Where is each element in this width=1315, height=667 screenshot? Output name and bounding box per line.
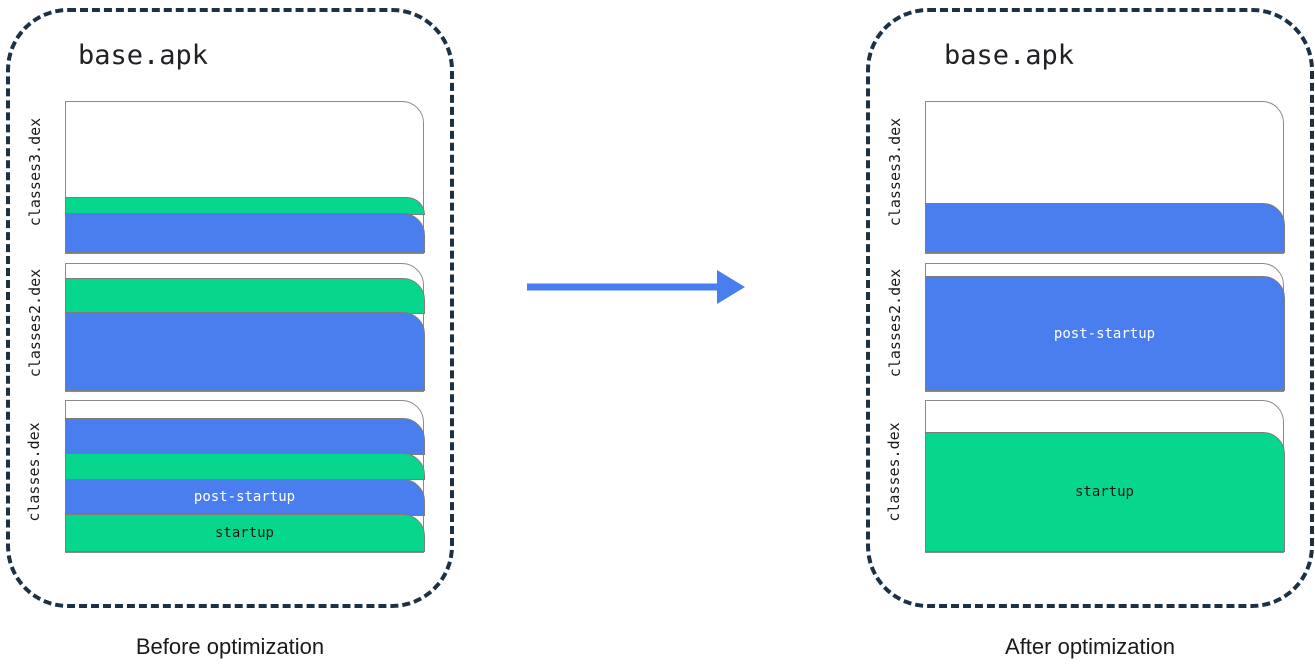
dex-segment — [64, 196, 425, 215]
dex-segment-post-startup: post-startup — [924, 276, 1285, 391]
arrow-line — [527, 283, 719, 291]
dex-segment-post-startup: post-startup — [64, 478, 425, 516]
dex-segment — [64, 312, 425, 391]
dex-block-classes2-after: post-startup — [924, 263, 1285, 392]
dex-group-before-classes: classes.dex post-startup startup — [24, 400, 425, 553]
dex-block-classes3-after — [924, 101, 1285, 254]
dex-group-before-classes3: classes3.dex — [24, 101, 425, 254]
dex-group-after-classes: classes.dex startup — [884, 400, 1285, 553]
apk-title-after: base.apk — [944, 40, 1075, 71]
dex-group-before-classes2: classes2.dex — [24, 263, 425, 392]
dex-segment-startup: startup — [924, 432, 1285, 552]
dex-label-classes2: classes2.dex — [26, 268, 44, 378]
dex-block-classes-after: startup — [924, 400, 1285, 553]
dex-label-classes: classes.dex — [885, 422, 903, 522]
dex-group-after-classes2: classes2.dex post-startup — [884, 263, 1285, 392]
arrow-head-icon — [717, 270, 745, 304]
caption-after: After optimization — [1005, 634, 1175, 659]
apk-title-before: base.apk — [78, 40, 209, 71]
dex-segment-startup: startup — [64, 514, 425, 552]
dex-block-classes3-before — [64, 101, 425, 254]
dex-block-classes-before: post-startup startup — [64, 400, 425, 553]
dex-group-after-classes3: classes3.dex — [884, 101, 1285, 254]
dex-segment — [924, 203, 1285, 253]
caption-before: Before optimization — [135, 634, 325, 659]
dex-label-classes2: classes2.dex — [886, 268, 904, 378]
dex-segment — [64, 277, 425, 314]
dex-block-classes2-before — [64, 263, 425, 392]
dex-segment — [64, 453, 425, 480]
transformation-arrow — [527, 269, 745, 305]
dex-label-classes: classes.dex — [25, 422, 43, 522]
dex-segment — [64, 213, 425, 253]
dex-segment — [64, 417, 425, 455]
dex-label-classes3: classes3.dex — [886, 117, 904, 227]
dex-label-classes3: classes3.dex — [26, 117, 44, 227]
